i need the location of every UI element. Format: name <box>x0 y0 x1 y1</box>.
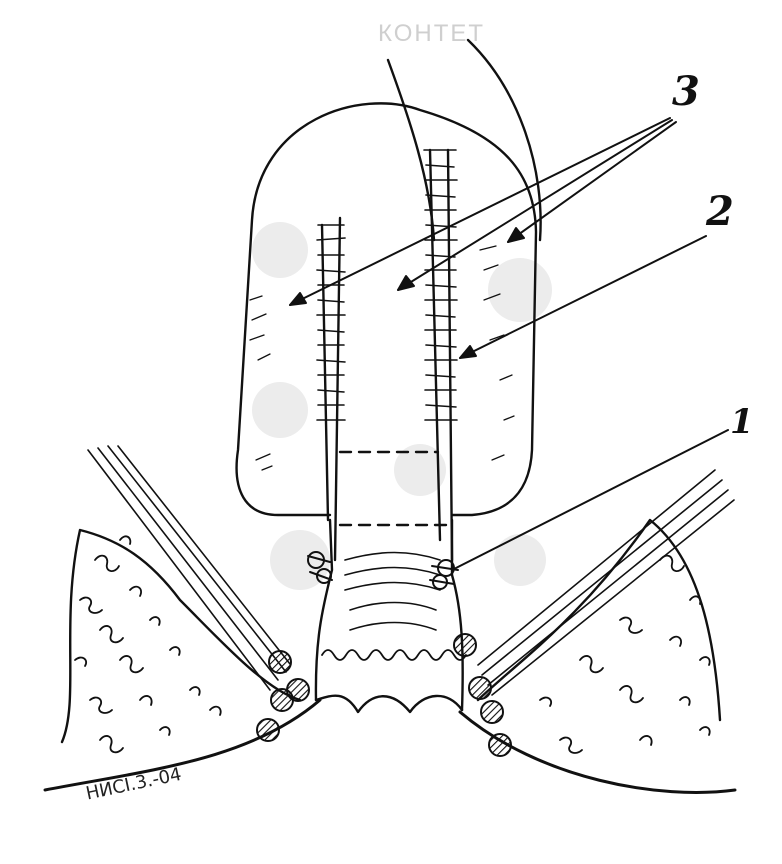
callout-label-2: 2 <box>706 188 734 235</box>
cervix-wavy-edge <box>322 650 466 660</box>
cervix-rugae <box>345 553 440 631</box>
cavity-left-wall <box>322 225 328 520</box>
background-bleed <box>252 222 552 590</box>
cavity-mid-wall-3 <box>448 150 452 560</box>
fat-tissue-right <box>540 556 710 753</box>
callout-label-3: 3 <box>672 68 700 115</box>
fat-tissue-left <box>75 536 221 752</box>
cavity-mid-wall-1 <box>335 218 340 560</box>
shading-strokes <box>250 246 514 470</box>
suture-left <box>317 225 345 420</box>
suture-right <box>424 150 457 420</box>
left-tissue-mass <box>62 530 300 742</box>
cervix-right-wall <box>452 520 463 710</box>
callout-label-1: 1 <box>730 402 754 442</box>
external-os <box>316 696 462 712</box>
suture-thread-2 <box>468 40 541 240</box>
knot-right <box>430 560 458 589</box>
uterus-body <box>237 103 536 515</box>
pelvic-floor-left <box>45 700 320 790</box>
